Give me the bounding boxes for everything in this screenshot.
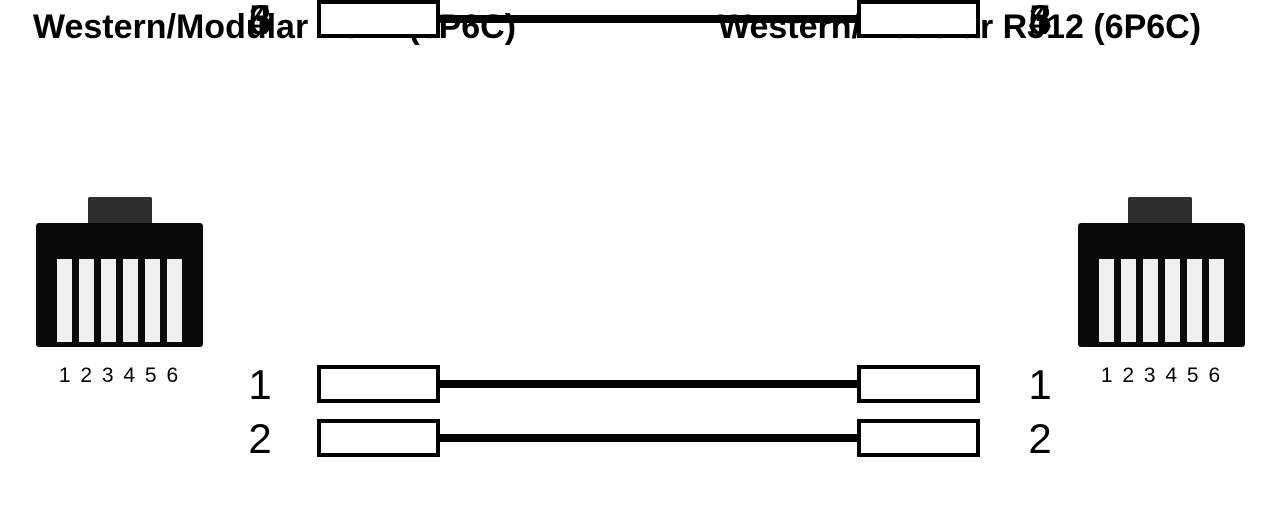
- connector-latch-tab: [1128, 197, 1192, 227]
- wire: [438, 434, 859, 442]
- pin-slot: [57, 259, 72, 342]
- connector-pin-numbers: 1 2 3 4 5 6: [58, 364, 181, 387]
- left-pin-box: [317, 365, 440, 403]
- right-pin-number: 4: [1028, 0, 1052, 43]
- pin-slot: [123, 259, 138, 342]
- connector-latch-tab: [88, 197, 152, 227]
- connector-body: [1078, 223, 1245, 347]
- pin-slot: [1165, 259, 1180, 342]
- right-pin-number: 2: [1028, 415, 1052, 462]
- left-pin-number: 2: [248, 415, 272, 462]
- left-pin-number: 3: [248, 0, 272, 43]
- connector-pin-numbers: 1 2 3 4 5 6: [1100, 364, 1223, 387]
- right-pin-number: 5: [1028, 0, 1052, 43]
- pin-slot: [1187, 259, 1202, 342]
- pin-slot: [79, 259, 94, 342]
- wire: [438, 380, 859, 388]
- left-pin-number: 1: [248, 361, 272, 408]
- pin-slot: [1143, 259, 1158, 342]
- right-pin-number: 1: [1028, 361, 1052, 408]
- rj12-jack-front-icon-left: 1 2 3 4 5 6: [36, 197, 203, 397]
- wire-row: 1 1: [0, 361, 1280, 408]
- left-pin-box: [317, 0, 440, 38]
- pin-slot: [101, 259, 116, 342]
- wire: [438, 15, 859, 23]
- right-pin-number: 6: [1028, 0, 1052, 43]
- pin-slot: [1121, 259, 1136, 342]
- pin-slot: [1099, 259, 1114, 342]
- connector-body: [36, 223, 203, 347]
- left-pin-number: 5: [248, 0, 272, 43]
- wire-row: 6 6: [0, 0, 1280, 43]
- wire-row: 2 2: [0, 415, 1280, 462]
- right-pin-number: 3: [1028, 0, 1052, 43]
- right-pin-box: [857, 0, 980, 38]
- rj12-jack-front-icon-right: 1 2 3 4 5 6: [1078, 197, 1245, 397]
- left-pin-box: [317, 419, 440, 457]
- right-pin-box: [857, 365, 980, 403]
- left-pin-number: 6: [248, 0, 272, 43]
- pin-slot: [1209, 259, 1224, 342]
- pin-slot: [145, 259, 160, 342]
- left-pin-number: 4: [248, 0, 272, 43]
- pin-slot: [167, 259, 182, 342]
- right-pin-box: [857, 419, 980, 457]
